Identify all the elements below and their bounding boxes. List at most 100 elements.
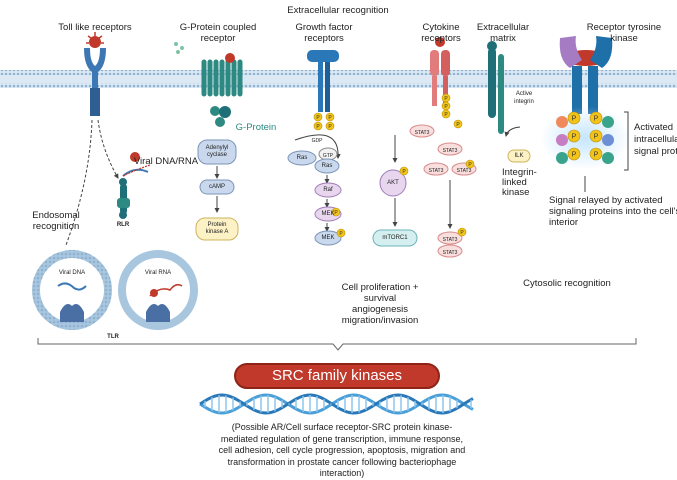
svg-text:P: P bbox=[572, 152, 577, 159]
endosomal-label-2: recognition bbox=[32, 221, 80, 232]
svg-text:P: P bbox=[572, 134, 577, 141]
phosphate-marker: P bbox=[589, 129, 603, 143]
viral-rna-label: Viral RNA bbox=[144, 270, 172, 276]
gdp-label: GDP bbox=[311, 138, 323, 144]
cytokine-label-2: receptors bbox=[421, 33, 461, 44]
phosphate-marker: P bbox=[567, 129, 581, 143]
viral-dna-rna-label: Viral DNA/RNA bbox=[133, 156, 199, 167]
tlr-label: TLR bbox=[107, 334, 119, 340]
phosphate-marker: P bbox=[325, 112, 335, 122]
endosome-dna bbox=[32, 250, 112, 330]
rtk-label-2: kinase bbox=[610, 33, 638, 44]
phosphate-marker: P bbox=[567, 147, 581, 161]
cytokine-receptor-icon bbox=[430, 50, 450, 106]
outcome-label-4: migration/invasion bbox=[341, 315, 419, 326]
cell-membrane bbox=[0, 70, 677, 88]
g-protein-label: G-Protein bbox=[235, 122, 277, 133]
activated-label-2: intracellular bbox=[634, 134, 677, 145]
svg-text:P: P bbox=[594, 134, 599, 141]
ecm-label-1: Extracellular bbox=[476, 22, 530, 33]
phosphate-marker: P bbox=[441, 101, 451, 111]
svg-text:P: P bbox=[339, 231, 343, 237]
phosphate-marker: P bbox=[567, 111, 581, 125]
pka-label-1: Protein bbox=[207, 222, 227, 228]
growth-factor-receptor-icon bbox=[307, 50, 339, 112]
integrin-linked-label-3: kinase bbox=[502, 187, 530, 198]
activated-label-3: signal proteins bbox=[634, 146, 677, 157]
mek-label-2: MEK bbox=[321, 235, 335, 241]
phosphate-marker: P bbox=[441, 93, 451, 103]
integrin-linked-label-2: linked bbox=[502, 177, 527, 188]
phosphate-marker: P bbox=[325, 121, 335, 131]
activated-label-1: Activated bbox=[634, 122, 674, 133]
svg-text:P: P bbox=[594, 116, 599, 123]
mek-label-1: MEK bbox=[321, 211, 335, 217]
relayed-label-3: interior bbox=[549, 217, 579, 228]
phosphate-marker: P bbox=[465, 159, 475, 169]
gpcr-label-2: receptor bbox=[200, 33, 236, 44]
svg-text:P: P bbox=[572, 116, 577, 123]
gpcr-label-1: G-Protein coupled bbox=[179, 22, 257, 33]
svg-text:P: P bbox=[328, 115, 332, 121]
svg-text:P: P bbox=[444, 96, 448, 102]
rlr-icon bbox=[117, 164, 151, 219]
svg-text:P: P bbox=[316, 115, 320, 121]
endosome-rna bbox=[118, 250, 198, 330]
adenylyl-label-2: cyclase bbox=[206, 152, 227, 158]
ilk-label: ILK bbox=[514, 153, 524, 159]
gtp-label: GTP bbox=[322, 153, 334, 159]
cytokine-label-1: Cytokine bbox=[422, 22, 460, 33]
stat3-label-2: STAT3 bbox=[442, 148, 458, 154]
svg-text:P: P bbox=[334, 210, 338, 216]
akt-label: AKT bbox=[387, 180, 399, 186]
ras-label-2: Ras bbox=[321, 163, 333, 169]
svg-text:P: P bbox=[594, 152, 599, 159]
svg-text:P: P bbox=[316, 124, 320, 130]
virus-icon bbox=[435, 37, 445, 47]
relayed-label-1: Signal relayed by activated bbox=[549, 195, 663, 206]
ligand-dots bbox=[174, 42, 184, 54]
cytosolic-recognition-label: Cytosolic recognition bbox=[523, 278, 611, 289]
mtorc1-label: mTORC1 bbox=[382, 235, 408, 241]
pka-label-2: kinase A bbox=[205, 229, 229, 235]
svg-text:P: P bbox=[328, 124, 332, 130]
phosphate-marker: P bbox=[313, 112, 323, 122]
stat3-label-4: STAT3 bbox=[456, 168, 472, 174]
phosphate-marker: P bbox=[441, 109, 451, 119]
endosomal-arrow bbox=[65, 119, 93, 246]
growth-factor-label-2: receptors bbox=[304, 33, 344, 44]
ras-label-1: Ras bbox=[296, 155, 308, 161]
svg-text:P: P bbox=[402, 169, 406, 175]
phosphate-marker: P bbox=[453, 119, 463, 129]
outcome-label-2: survival bbox=[363, 293, 397, 304]
phosphate-marker: P bbox=[589, 111, 603, 125]
extracellular-recognition-label: Extracellular recognition bbox=[287, 5, 389, 16]
phosphate-marker: P bbox=[589, 147, 603, 161]
stat3-label-3: STAT3 bbox=[428, 168, 444, 174]
relayed-label-2: signaling proteins into the cell's bbox=[549, 206, 677, 217]
viral-dna-label: Viral DNA bbox=[58, 270, 86, 276]
gpcr-icon bbox=[201, 59, 243, 127]
stat3-label-1: STAT3 bbox=[414, 130, 430, 136]
adenylyl-label-1: Adenylyl bbox=[205, 145, 229, 151]
outcome-label-3: angiogenesis bbox=[352, 304, 408, 315]
toll-like-receptor-icon bbox=[84, 48, 106, 116]
virus-icon bbox=[225, 53, 235, 63]
receptor-tyrosine-kinase-icon bbox=[559, 36, 613, 114]
phosphate-marker: P bbox=[336, 228, 346, 238]
src-family-kinases-banner: SRC family kinases bbox=[234, 363, 440, 389]
active-integrin-label-1: Active bbox=[515, 91, 533, 97]
active-integrin-label-2: integrin bbox=[514, 99, 534, 105]
virus-icon bbox=[130, 152, 140, 162]
svg-text:P: P bbox=[456, 122, 460, 128]
svg-text:P: P bbox=[468, 162, 472, 168]
rlr-label: RLR bbox=[116, 222, 130, 228]
cytosolic-arrow bbox=[97, 119, 119, 179]
brace bbox=[37, 338, 637, 351]
integrin-linked-label-1: Integrin- bbox=[502, 167, 537, 178]
dna-helix bbox=[199, 393, 474, 415]
stat3-label-6: STAT3 bbox=[442, 250, 458, 256]
phosphate-marker: P bbox=[399, 166, 409, 176]
svg-text:P: P bbox=[460, 230, 464, 236]
